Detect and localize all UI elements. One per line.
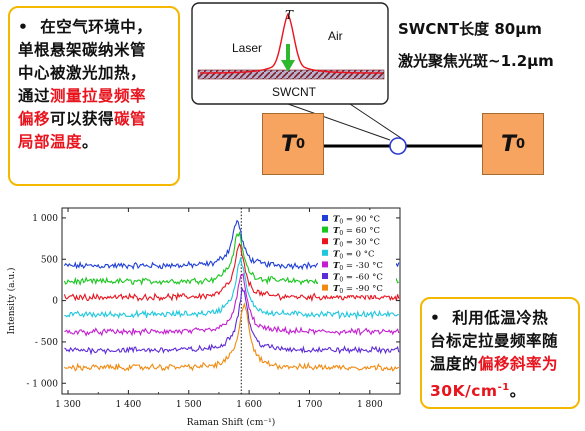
series-line	[63, 242, 400, 303]
legend-entry: T0 = -60 °C	[333, 273, 383, 284]
note-right-line4-red: 30K/cm	[430, 382, 498, 401]
series-line	[64, 286, 400, 356]
note-box-left: • 在空气环境中， 单根悬架碳纳米管 中心被激光加热， 通过测量拉曼频率 偏移可…	[8, 6, 180, 186]
legend-swatch	[322, 273, 328, 279]
temperature-peak-curve	[199, 12, 383, 74]
series-line	[64, 272, 400, 337]
note-left-line5-mid: 可以获得	[50, 110, 115, 128]
note-left-line1: 在空气环境中，	[40, 18, 153, 36]
y-tick-label: - 500	[35, 338, 58, 348]
heat-sink-right-sub: 0	[515, 136, 526, 152]
y-tick-label: 1 000	[32, 214, 58, 224]
note-left-line5-red: 偏移	[18, 110, 51, 128]
x-tick-label: 1 700	[297, 400, 323, 410]
note-left-line6-end: 。	[82, 133, 99, 151]
legend-entry: T0 = 60 °C	[333, 226, 380, 237]
note-left-line5-red2: 碳管	[114, 110, 147, 128]
temperature-label: T	[285, 8, 294, 22]
note-left-line4-red: 测量拉曼频率	[50, 87, 147, 105]
bullet-right: •	[430, 309, 441, 327]
laser-spot-circle	[389, 137, 407, 155]
note-right-text: • 利用低温冷热 台标定拉曼频率随 温度的偏移斜率为 30K/cm-1。	[430, 307, 572, 403]
air-label: Air	[328, 29, 343, 43]
legend: T0 = 90 °CT0 = 60 °CT0 = 30 °CT0 = 0 °CT…	[318, 210, 396, 296]
bullet: •	[18, 18, 29, 36]
note-left-line3: 中心被激光加热，	[18, 64, 147, 82]
x-tick-label: 1 600	[236, 400, 262, 410]
laser-label: Laser	[232, 41, 262, 55]
nanotube-strip	[197, 69, 385, 80]
spec-spot: 激光聚焦光斑~1.2μm	[398, 52, 554, 70]
note-right-line3-pre: 温度的	[430, 355, 479, 373]
series-line	[64, 302, 400, 372]
heat-sink-right-symbol: T	[500, 131, 516, 157]
legend-swatch	[322, 249, 328, 256]
heat-sink-left-symbol: T	[280, 131, 296, 157]
note-right-line3-red: 偏移斜率为	[478, 355, 559, 373]
legend-entry: T0 = -30 °C	[333, 261, 383, 272]
x-tick-label: 1 300	[55, 400, 81, 410]
note-left-line6-red: 局部温度	[18, 133, 83, 151]
y-tick-label: - 1 000	[26, 379, 58, 389]
legend-swatch	[322, 284, 328, 291]
x-tick-label: 1 800	[357, 400, 383, 410]
note-box-right: • 利用低温冷热 台标定拉曼频率随 温度的偏移斜率为 30K/cm-1。	[420, 297, 580, 409]
laser-arrow-icon	[281, 60, 295, 72]
raman-chart: 1 300 1 400 1 500 1 600 1 700 1 800 1 000 500 0…	[6, 207, 401, 428]
series-group	[63, 219, 400, 372]
x-axis-ticks: 1 300 1 400 1 500 1 600 1 700 1 800	[55, 208, 383, 410]
x-tick-label: 1 400	[116, 400, 142, 410]
note-right-line2: 台标定拉曼频率随	[430, 332, 559, 350]
spec-length: SWCNT长度 80μm	[398, 20, 542, 38]
callout-line-left	[287, 103, 391, 141]
note-left-line2: 单根悬架碳纳米管	[18, 41, 147, 59]
legend-entry: T0 = 0 °C	[333, 249, 375, 260]
legend-swatch	[322, 261, 328, 268]
legend-entry: T0 = 30 °C	[333, 238, 380, 249]
note-right-line1: 利用低温冷热	[452, 309, 549, 327]
swcnt-label: SWCNT	[272, 85, 317, 99]
legend-swatch	[322, 226, 328, 233]
series-line	[64, 257, 399, 321]
legend-entry: T0 = -90 °C	[333, 284, 383, 295]
y-axis-ticks: 1 000 500 0 - 500 - 1 000	[26, 214, 400, 389]
y-axis-label: Intensity (a.u.)	[6, 267, 17, 334]
note-right-line4-end: 。	[509, 382, 526, 401]
note-right-line4-sup: -1	[497, 382, 510, 393]
y-tick-label: 0	[52, 297, 58, 307]
y-tick-label: 500	[41, 255, 58, 265]
callout-line-right	[349, 103, 405, 141]
note-left-line4-pre: 通过	[18, 87, 51, 105]
x-tick-label: 1 500	[176, 400, 202, 410]
note-left-text: • 在空气环境中， 单根悬架碳纳米管 中心被激光加热， 通过测量拉曼频率 偏移可…	[18, 16, 172, 154]
legend-swatch	[322, 215, 328, 221]
x-axis-label: Raman Shift (cm⁻¹)	[187, 417, 276, 428]
legend-entry: T0 = 90 °C	[333, 215, 380, 226]
heat-sink-left-sub: 0	[295, 136, 306, 152]
legend-swatch	[322, 238, 328, 245]
legend-bg	[318, 210, 396, 296]
